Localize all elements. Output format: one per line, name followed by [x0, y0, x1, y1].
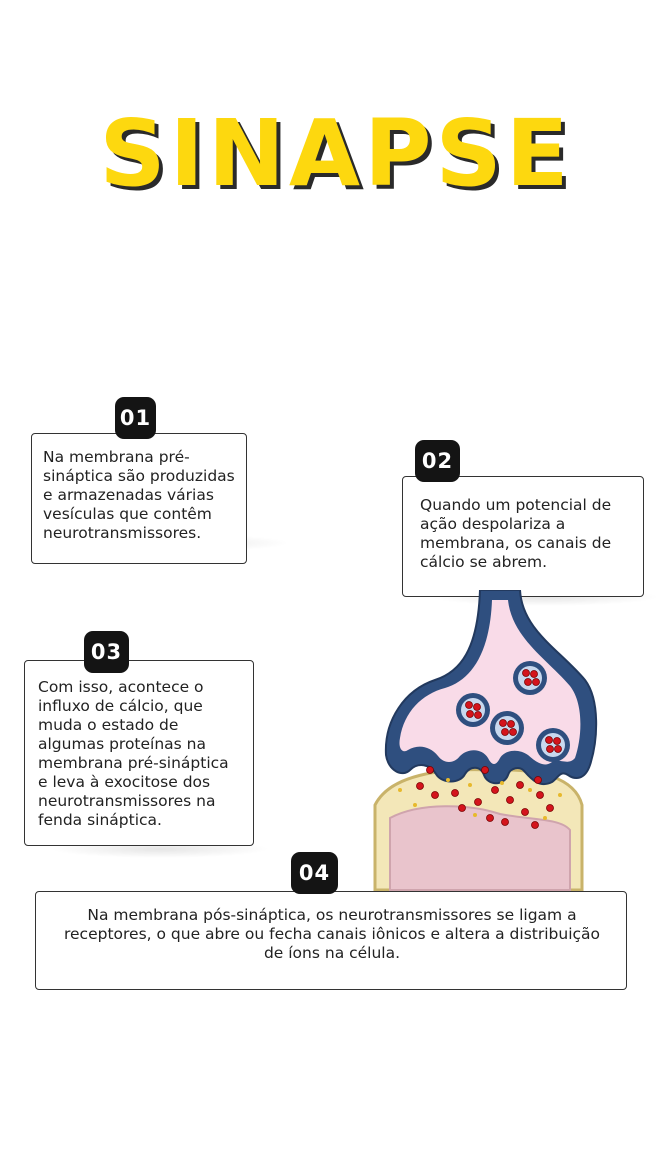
step-01-badge: 01: [115, 397, 156, 439]
postsynaptic-interior: [389, 805, 571, 891]
step-04-text: Na membrana pós-sináptica, os neurotrans…: [63, 906, 601, 962]
step-04-badge: 04: [291, 852, 338, 894]
step-03-box: Com isso, acontece o influxo de cálcio, …: [24, 660, 254, 846]
page-title: SINAPSE: [99, 100, 573, 207]
step-02-box: Quando um potencial de ação despolariza …: [402, 476, 644, 597]
neurotransmitters-in-cleft: [416, 766, 554, 829]
step-03-text: Com isso, acontece o influxo de cálcio, …: [38, 678, 229, 829]
neurotransmitters-in-vesicles: [465, 669, 562, 753]
receptors: [398, 778, 562, 820]
step-03-badge: 03: [84, 631, 129, 673]
step-02-text: Quando um potencial de ação despolariza …: [420, 496, 612, 571]
step-01-box: Na membrana pré-sináptica são produzidas…: [31, 433, 247, 564]
step-04-box: Na membrana pós-sináptica, os neurotrans…: [35, 891, 627, 990]
synapse-diagram: [373, 590, 598, 892]
step-02-badge: 02: [415, 440, 460, 482]
step-01-text: Na membrana pré-sináptica são produzidas…: [43, 448, 235, 542]
presynaptic-cytoplasm: [399, 600, 581, 765]
